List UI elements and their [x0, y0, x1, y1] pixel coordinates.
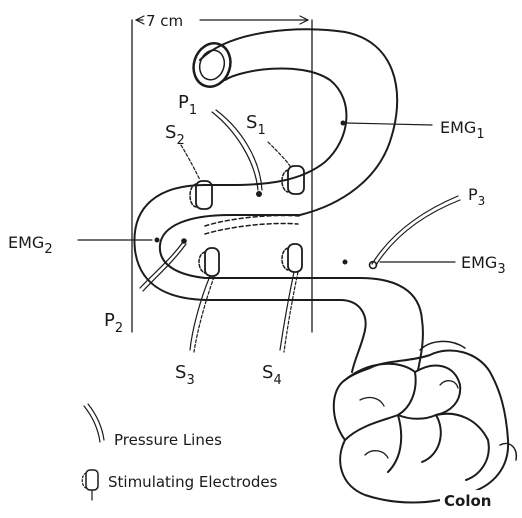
label-p1: P1 [178, 92, 197, 118]
label-p3: P3 [468, 185, 485, 208]
legend-pressure-line-icon [84, 404, 104, 442]
pressure-port-p2 [181, 238, 187, 244]
electrode-s1-band [288, 166, 304, 194]
reference-lines [132, 20, 312, 332]
legend: Pressure Lines Stimulating Electrodes [82, 404, 277, 500]
tube-opening [188, 39, 236, 92]
label-s1: S1 [246, 112, 266, 138]
scale-bar: 7 cm [136, 12, 308, 30]
legend-electrode-icon [82, 470, 98, 500]
label-emg3: EMG3 [461, 253, 506, 277]
intestine-tube [134, 29, 422, 372]
label-s4: S4 [262, 362, 282, 388]
dashed-tube-segment [205, 215, 300, 234]
electrode-s3-band [205, 248, 219, 276]
emg1-dot [341, 121, 346, 126]
colon-label: Colon [444, 492, 491, 510]
legend-stimulating-electrodes-label: Stimulating Electrodes [108, 473, 278, 491]
electrode-bands [190, 166, 304, 276]
legend-pressure-lines-label: Pressure Lines [114, 431, 222, 449]
scale-label: 7 cm [146, 12, 183, 30]
colon-illustration: Colon [334, 341, 517, 510]
label-emg2: EMG2 [8, 233, 53, 257]
electrode-s4-band [288, 244, 302, 272]
emg3-dot [343, 260, 348, 265]
label-emg1: EMG1 [440, 118, 485, 142]
label-p2: P2 [104, 310, 123, 336]
tube-opening-inner [196, 47, 228, 83]
electrode-wires [181, 142, 298, 352]
pressure-lines [140, 110, 460, 291]
pressure-port-p1 [256, 191, 262, 197]
label-s3: S3 [175, 362, 195, 388]
intestine-outer-contour [160, 29, 423, 370]
pressure-line-p2 [140, 242, 183, 288]
emg2-dot [155, 238, 160, 243]
label-s2: S2 [165, 122, 185, 148]
